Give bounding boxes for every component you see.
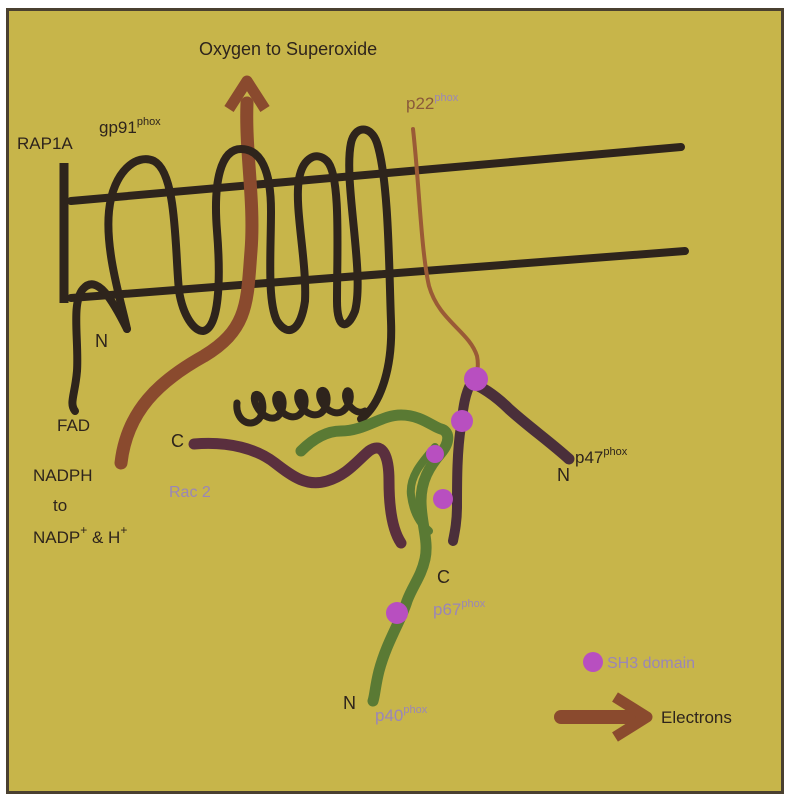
p22-label: p22phox	[406, 92, 459, 113]
p67-label: p67phox	[433, 598, 486, 619]
p47-chain	[471, 383, 569, 459]
gp91-helix	[237, 390, 365, 423]
fad-label: FAD	[57, 416, 90, 435]
p40-label: p40phox	[375, 704, 428, 725]
rac2-label: Rac 2	[169, 484, 211, 501]
p40-n-terminus-label: N	[343, 693, 356, 713]
sh3-domain-dot	[464, 367, 488, 391]
sh3-domain-dot	[451, 410, 473, 432]
nadph-label: NADPH	[33, 466, 93, 485]
nadp-label: NADP+ & H+	[33, 523, 127, 547]
p47-lower-chain	[453, 383, 471, 541]
sh3-domain-dot	[386, 602, 408, 624]
rac2-c-terminus-label: C	[171, 431, 184, 451]
membrane-lower-line	[71, 251, 685, 298]
rap1a-label: RAP1A	[17, 134, 73, 153]
diagram-frame: Oxygen to Superoxide RAP1A gp91phox p22p…	[6, 8, 784, 794]
diagram-title: Oxygen to Superoxide	[199, 39, 377, 59]
legend-sh3-label: SH3 domain	[607, 655, 695, 672]
gp91-label: gp91phox	[99, 116, 161, 137]
nadph-to-label: to	[53, 496, 67, 515]
p47-label: p47phox	[575, 446, 628, 467]
gp91-n-terminus-label: N	[95, 331, 108, 351]
sh3-domain-dot	[426, 445, 444, 463]
legend-sh3-icon	[583, 652, 603, 672]
legend-electrons-label: Electrons	[661, 708, 732, 727]
nadph-oxidase-diagram: Oxygen to Superoxide RAP1A gp91phox p22p…	[9, 11, 781, 791]
rac2-chain	[194, 443, 401, 543]
sh3-domain-dot	[433, 489, 453, 509]
p67-c-terminus-label: C	[437, 567, 450, 587]
p47-n-terminus-label: N	[557, 465, 570, 485]
